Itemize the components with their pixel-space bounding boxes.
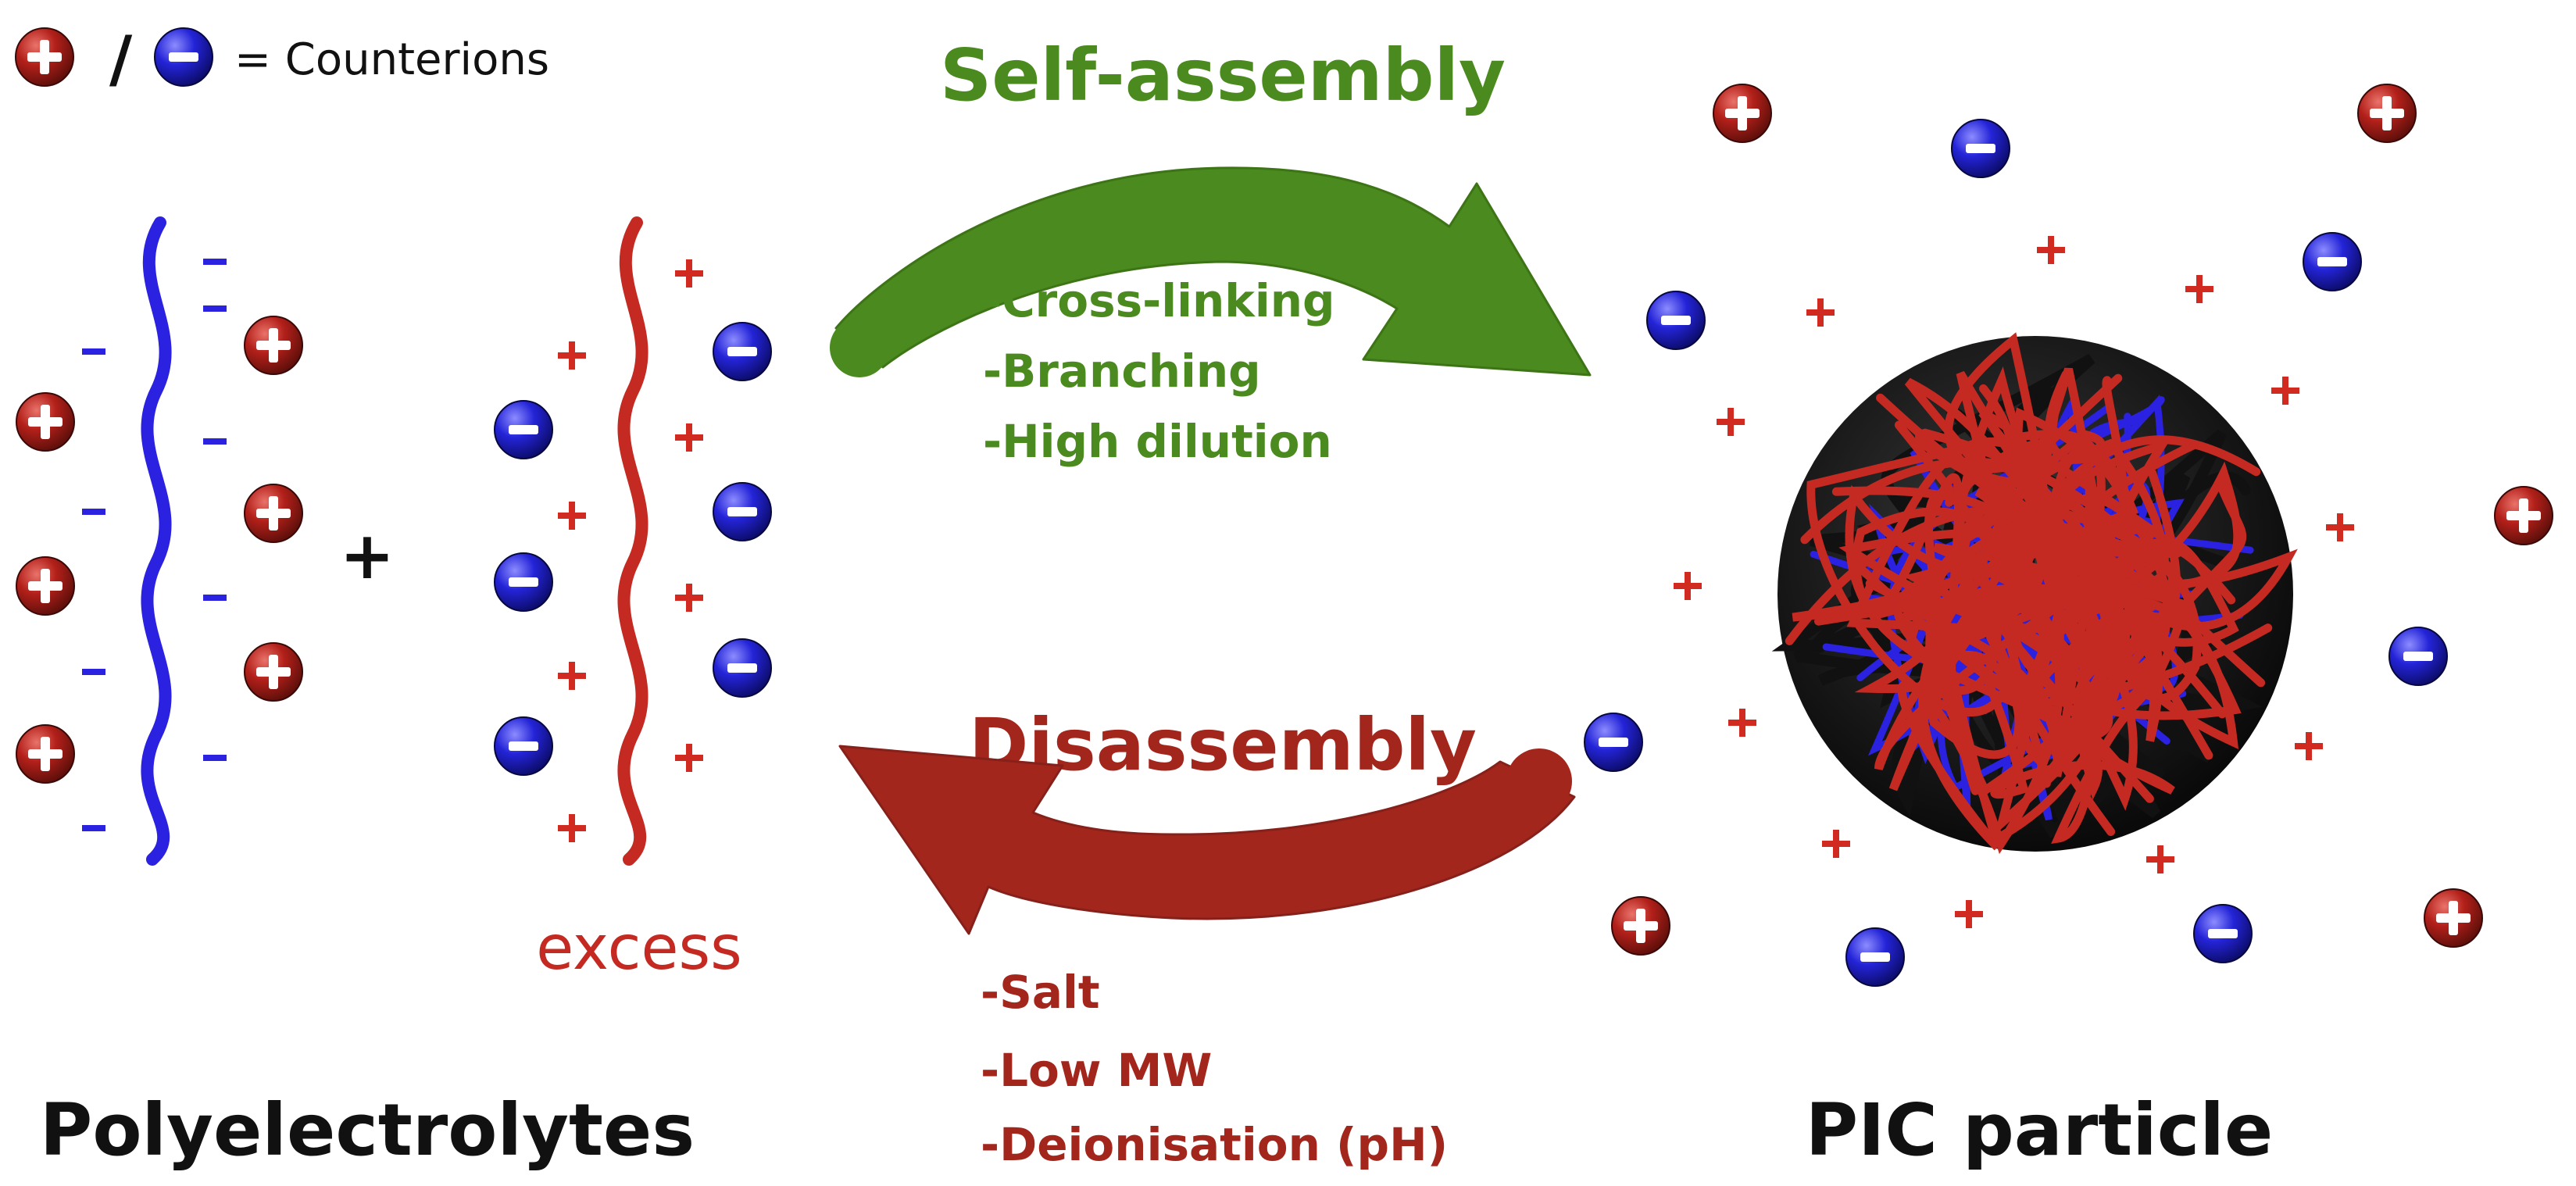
legend-text: = Counterions (234, 34, 549, 85)
cationic-strand (1983, 595, 2273, 799)
self-assembly-condition: -High dilution (983, 415, 1332, 468)
anionic-polymer-chain (141, 216, 172, 866)
plus-mark (675, 259, 703, 288)
counterion-positive-icon (2424, 888, 2483, 948)
self-assembly-title: Self-assembly (940, 34, 1506, 117)
plus-mark (1955, 900, 1983, 928)
counterion-negative-icon (1845, 927, 1905, 987)
counterion-negative-icon (713, 322, 772, 381)
self-assembly-arrow (834, 166, 1592, 377)
plus-mark (2185, 275, 2213, 303)
polyelectrolytes-group: + excess (16, 216, 772, 984)
counterion-negative-icon (494, 552, 553, 612)
counterion-negative-icon (2303, 232, 2362, 291)
counterion-positive-icon (244, 484, 303, 543)
counterion-positive-icon (1713, 84, 1772, 143)
counterion-positive-icon (244, 316, 303, 375)
disassembly-group: Disassembly -Salt -Low MW -Deionisation … (838, 703, 1576, 1171)
counterion-negative-icon (713, 482, 772, 541)
minus-mark (82, 825, 105, 831)
plus-mark (558, 502, 586, 530)
cationic-strand (1874, 367, 2156, 770)
counterion-positive-icon (16, 556, 75, 616)
plus-mark (558, 814, 586, 842)
minus-mark (203, 595, 227, 601)
counterion-negative-icon (1584, 713, 1643, 772)
minus-mark (82, 509, 105, 515)
counterion-positive-icon (16, 392, 75, 452)
excess-label: excess (536, 913, 742, 984)
cationic-strand (1932, 480, 2247, 795)
plus-mark (558, 662, 586, 690)
counterion-negative-icon (154, 27, 213, 87)
counterion-negative-icon (1951, 119, 2010, 178)
plus-mark (1728, 709, 1756, 737)
plus-mark (2295, 732, 2323, 760)
counterion-negative-icon (494, 716, 553, 776)
plus-mark (2146, 845, 2174, 873)
minus-mark (203, 438, 227, 445)
polyelectrolytes-caption: Polyelectrolytes (40, 1088, 695, 1172)
disassembly-arrow (838, 745, 1576, 935)
self-assembly-condition: -Cross-linking (983, 274, 1335, 327)
cationic-strand (1988, 444, 2242, 720)
counterion-negative-icon (2193, 904, 2253, 963)
plus-mark (558, 341, 586, 370)
plus-mark (675, 744, 703, 772)
self-assembly-arrow-tail (830, 318, 889, 377)
self-assembly-group: Self-assembly -Cross-linking -Branching … (830, 34, 1592, 468)
disassembly-condition: -Low MW (981, 1044, 1212, 1097)
plus-sign: + (340, 517, 395, 594)
self-assembly-condition: -Branching (983, 345, 1261, 398)
plus-mark (2271, 377, 2299, 405)
plus-mark (675, 423, 703, 452)
disassembly-condition: -Salt (981, 966, 1100, 1019)
minus-mark (82, 669, 105, 675)
disassembly-condition: -Deionisation (pH) (981, 1118, 1448, 1171)
counterion-positive-icon (1611, 896, 1670, 956)
minus-mark (203, 259, 227, 265)
cationic-polymer-chain (617, 216, 648, 866)
plus-mark (1717, 408, 1745, 436)
minus-mark (82, 348, 105, 355)
plus-mark (1822, 830, 1850, 858)
disassembly-arrow-tail (1506, 748, 1572, 814)
counterion-negative-icon (1646, 291, 1706, 350)
minus-mark (203, 305, 227, 312)
pic-particle (1584, 84, 2553, 987)
counterion-positive-icon (2494, 486, 2553, 545)
cationic-strand (1806, 429, 2150, 777)
counterion-positive-icon (16, 724, 75, 784)
legend: / = Counterions (15, 23, 549, 95)
plus-mark (2326, 513, 2354, 541)
counterion-positive-icon (15, 27, 74, 87)
plus-mark (675, 584, 703, 612)
minus-mark (203, 755, 227, 761)
plus-mark (1806, 298, 1835, 327)
legend-slash: / (109, 23, 133, 95)
plus-mark (1674, 572, 1702, 600)
counterion-negative-icon (2388, 627, 2448, 686)
cationic-strand (1914, 332, 2181, 689)
counterion-negative-icon (494, 400, 553, 459)
counterion-positive-icon (2357, 84, 2417, 143)
counterion-positive-icon (244, 642, 303, 702)
plus-mark (2037, 236, 2065, 264)
polymer-tangle (1771, 332, 2298, 855)
counterion-negative-icon (713, 638, 772, 698)
pic-particle-caption: PIC particle (1806, 1088, 2274, 1172)
